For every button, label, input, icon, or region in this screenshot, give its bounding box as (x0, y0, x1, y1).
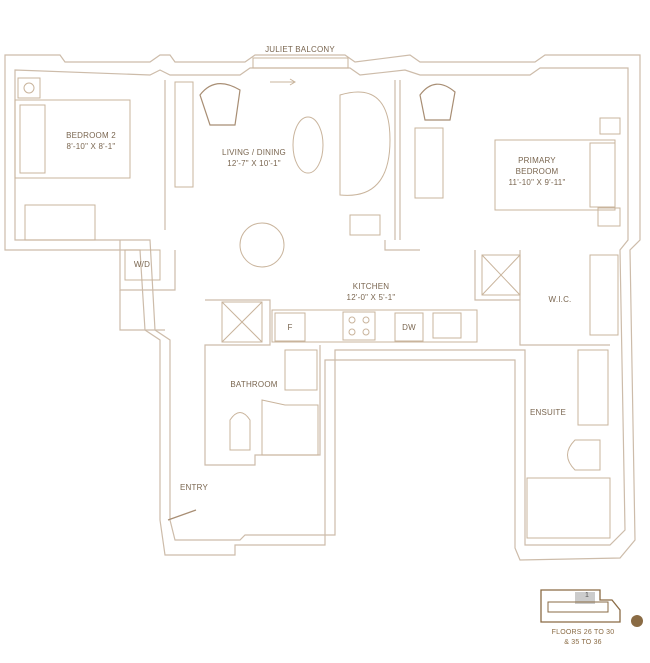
burner-icon (348, 328, 356, 336)
cooktop (342, 311, 376, 341)
burner-icon (362, 316, 370, 324)
room-label-wic: W.I.C. (548, 295, 572, 304)
nightstand (599, 117, 621, 135)
linen-wall (119, 290, 165, 331)
ensuite-vanity (577, 349, 609, 426)
room-label-primary-bedroom: PRIMARY BEDROOM 11'-10" X 9'-11" (507, 155, 567, 188)
washer-dryer (124, 249, 161, 281)
unit-highlight (575, 592, 595, 604)
laundry-wall (119, 240, 176, 291)
pillows (19, 104, 46, 174)
room-size: 8'-10" X 8'-1" (66, 142, 116, 151)
toilet (229, 412, 251, 451)
floors-line-2: & 35 TO 36 (564, 639, 602, 646)
juliet-balcony-label: JULIET BALCONY (265, 45, 335, 54)
keyplan-unit-number: 1 (584, 592, 590, 599)
keyplan-floors: FLOORS 26 TO 30 & 35 TO 36 (552, 628, 615, 648)
room-label-entry: ENTRY (180, 483, 208, 492)
entry-door[interactable] (167, 509, 197, 521)
coffee-table (292, 116, 324, 174)
wic-shelving (589, 254, 619, 336)
storage (481, 254, 521, 296)
room-label-kitchen: KITCHEN 12'-0" X 5'-1" (347, 281, 396, 303)
storage-x (481, 254, 521, 296)
pantry-x (221, 301, 263, 343)
lamp-icon (23, 82, 35, 94)
dresser (414, 127, 444, 199)
pillows (589, 142, 616, 208)
room-label-ensuite: ENSUITE (529, 408, 567, 417)
nightstand (597, 207, 621, 227)
arrow-icon (289, 78, 296, 86)
room-size: 12'-0" X 5'-1" (346, 293, 396, 302)
pantry (221, 301, 263, 343)
side-table (349, 214, 381, 236)
room-label-living-dining: LIVING / DINING 12'-7" X 10'-1" (222, 147, 286, 169)
burner-icon (348, 316, 356, 324)
exterior-wall (4, 54, 641, 561)
nightstand (17, 77, 41, 99)
floors-line-1: FLOORS 26 TO 30 (551, 629, 615, 636)
partition-wall (384, 240, 420, 251)
juliet-balcony (252, 57, 349, 69)
armchair (419, 83, 456, 121)
room-name: KITCHEN (352, 282, 390, 291)
sofa (339, 91, 391, 196)
fridge-label: F (287, 323, 293, 332)
sink (432, 312, 462, 339)
kitchen-counter (271, 309, 478, 343)
fridge (274, 312, 306, 342)
shower (261, 399, 319, 456)
interior-wall (14, 67, 629, 546)
vanity (284, 349, 318, 391)
room-label-bathroom: BATHROOM (230, 380, 278, 389)
room-name: BEDROOM 2 (66, 131, 116, 140)
ensuite-shower (526, 477, 611, 539)
dishwasher (394, 312, 424, 342)
room-size: 12'-7" X 10'-1" (227, 159, 281, 168)
burner-icon (362, 328, 370, 336)
room-label-wd: W/D (133, 260, 151, 269)
north-arrow-icon (631, 615, 643, 627)
room-label-bedroom-2: BEDROOM 2 8'-10" X 8'-1" (66, 130, 116, 152)
media-unit (174, 81, 194, 188)
armchair (199, 83, 241, 126)
bed (14, 99, 131, 179)
room-name: PRIMARY BEDROOM (515, 156, 559, 176)
room-size: 11'-10" X 9'-11" (508, 178, 566, 187)
dishwasher-label: DW (402, 323, 416, 332)
closet (24, 204, 96, 241)
toilet (567, 439, 601, 471)
key-plan (540, 589, 643, 627)
dining-table (239, 222, 285, 268)
room-name: LIVING / DINING (222, 148, 286, 157)
